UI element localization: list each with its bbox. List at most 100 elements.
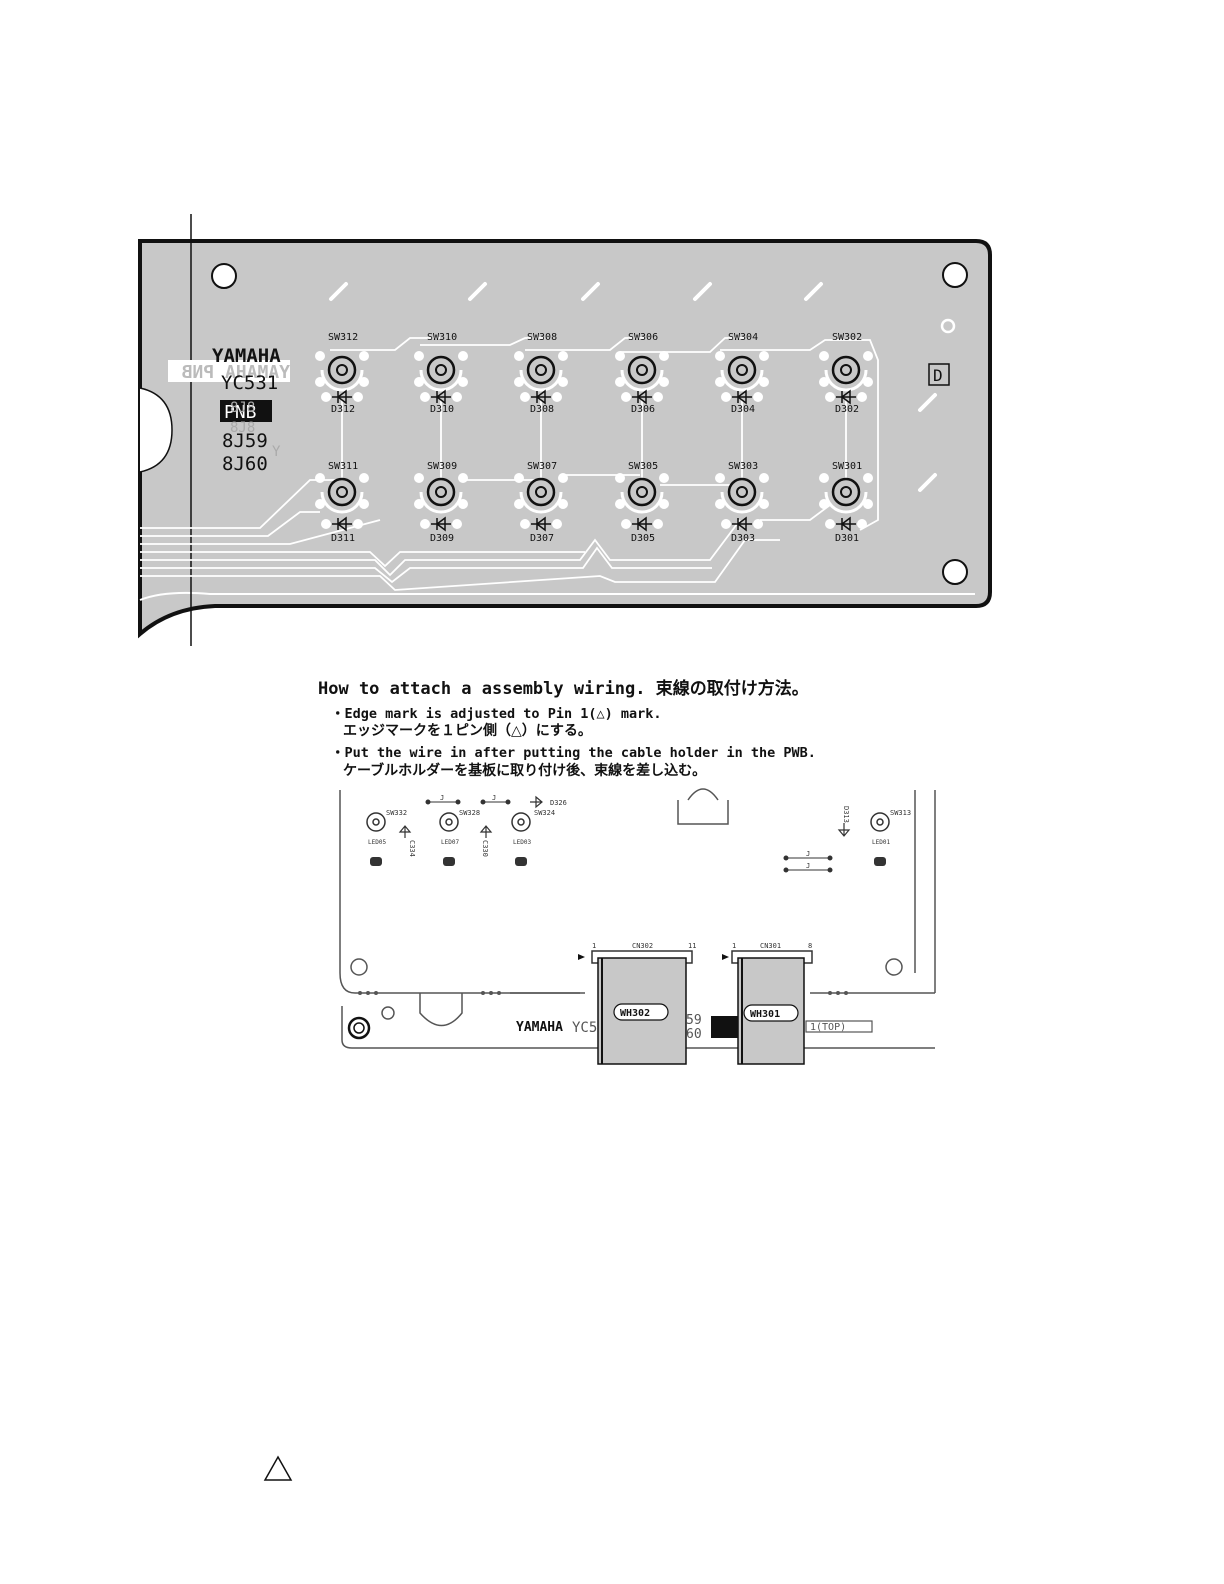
- cn301-label: CN301: [760, 942, 781, 950]
- bottom-model: YC5: [572, 1020, 597, 1036]
- diode-symbol: [632, 389, 652, 405]
- instruction-line-1-jp: エッジマークを１ピン側（△）にする。: [343, 723, 592, 739]
- instruction-title-en: How to attach a assembly wiring.: [318, 679, 646, 699]
- sw313-label: SW313: [890, 809, 911, 817]
- connector-cn301: CN301 1 8 WH301: [722, 942, 813, 1065]
- switch-label: SW302: [832, 332, 862, 343]
- led07-label: LED07: [441, 839, 459, 846]
- bottom-code-1: 59: [686, 1013, 702, 1028]
- corner-mark: D: [933, 366, 943, 385]
- diode-symbol: [431, 516, 451, 532]
- mirror-text-block: YAMAHA PNB: [168, 360, 290, 383]
- code-2: 8J60: [222, 453, 268, 475]
- diode-symbol: [732, 516, 752, 532]
- diode-label: D310: [430, 404, 454, 415]
- switch-ring: [831, 477, 861, 507]
- cn302-pin-end: 11: [688, 942, 696, 950]
- mirror-brand-text: YAMAHA PNB: [181, 362, 290, 383]
- instruction-line-2-en: ・Put the wire in after putting the cable…: [331, 745, 816, 761]
- wh301-label: WH301: [750, 1009, 780, 1020]
- switch-ring: [627, 355, 657, 385]
- switch-label: SW307: [527, 461, 557, 472]
- model-number: YC531: [221, 372, 278, 394]
- ghost-code-2: 8J8: [230, 420, 255, 436]
- top-pcb-diagram: YAMAHA PNB YAMAHA YC531 PNB 8J8 8J8 8J59…: [138, 214, 992, 646]
- switch-label: SW309: [427, 461, 457, 472]
- c330-label: C330: [481, 840, 489, 857]
- diode-label: D307: [530, 533, 554, 544]
- diode-symbol: [431, 389, 451, 405]
- top-pcb-outline: [138, 239, 992, 639]
- switch-label: SW306: [628, 332, 658, 343]
- ghost-code-1: 8J8: [230, 400, 255, 416]
- diode-symbol: [836, 516, 856, 532]
- diode-label: D309: [430, 533, 454, 544]
- instruction-line-2-jp: ケーブルホルダーを基板に取り付け後、束線を差し込む。: [343, 763, 707, 779]
- sw324-label: SW324: [534, 809, 555, 817]
- pnb-tag: PNB: [224, 402, 257, 423]
- wh302-label: WH302: [620, 1008, 650, 1019]
- switch-ring: [627, 477, 657, 507]
- instruction-line-1-en: ・Edge mark is adjusted to Pin 1(△) mark.: [331, 706, 662, 722]
- diode-symbol: [531, 516, 551, 532]
- diode-label: D305: [631, 533, 655, 544]
- d313-label: D313: [842, 806, 850, 823]
- switch-label: SW308: [527, 332, 557, 343]
- jumper-label-3: J: [806, 850, 810, 858]
- switch-label: SW303: [728, 461, 758, 472]
- diode-label: D311: [331, 533, 355, 544]
- switch-ring: [727, 477, 757, 507]
- bottom-brand: YAMAHA: [516, 1020, 563, 1035]
- switch-ring: [526, 355, 556, 385]
- slash-marks: [329, 282, 937, 492]
- connector-cn302: CN302 1 11 WH302: [578, 942, 696, 1065]
- cn301-pin1: 1: [732, 942, 736, 950]
- switch-label: SW312: [328, 332, 358, 343]
- warning-triangle-icon: [263, 1455, 293, 1481]
- switch-ring: [727, 355, 757, 385]
- instruction-title-jp: 束線の取付け方法。: [655, 679, 809, 699]
- sw332-label: SW332: [386, 809, 407, 817]
- bottom-pcb-diagram: SW332 SW328 SW324 SW313 LED05 LED07 LED0…: [339, 788, 936, 1065]
- led03-label: LED03: [513, 839, 531, 846]
- cn302-pin1: 1: [592, 942, 596, 950]
- jumper-label-4: J: [806, 862, 810, 870]
- d326-label: D326: [550, 799, 567, 807]
- diode-label: D302: [835, 404, 859, 415]
- cn301-pin-end: 8: [808, 942, 812, 950]
- cn302-label: CN302: [632, 942, 653, 950]
- led05-label: LED05: [368, 839, 386, 846]
- switch-label: SW310: [427, 332, 457, 343]
- side-label: 1(TOP): [810, 1022, 846, 1033]
- diode-symbol: [732, 389, 752, 405]
- brand-logo: YAMAHA: [212, 345, 281, 367]
- bottom-code-2: 60: [686, 1027, 702, 1042]
- diode-label: D306: [631, 404, 655, 415]
- diode-symbol: [632, 516, 652, 532]
- diode-symbol: [531, 389, 551, 405]
- code-1: 8J59: [222, 430, 268, 452]
- switch-ring: [327, 355, 357, 385]
- switch-label: SW305: [628, 461, 658, 472]
- jumper-label-2: J: [492, 794, 496, 802]
- switch-label: SW304: [728, 332, 758, 343]
- switch-ring: [426, 355, 456, 385]
- diode-symbol: [332, 389, 352, 405]
- diode-label: D301: [835, 533, 859, 544]
- switch-ring: [426, 477, 456, 507]
- instruction-title: How to attach a assembly wiring. 束線の取付け方…: [318, 674, 809, 699]
- diode-label: D303: [731, 533, 755, 544]
- switch-ring: [831, 355, 861, 385]
- switch-ring: [526, 477, 556, 507]
- switch-label: SW301: [832, 461, 862, 472]
